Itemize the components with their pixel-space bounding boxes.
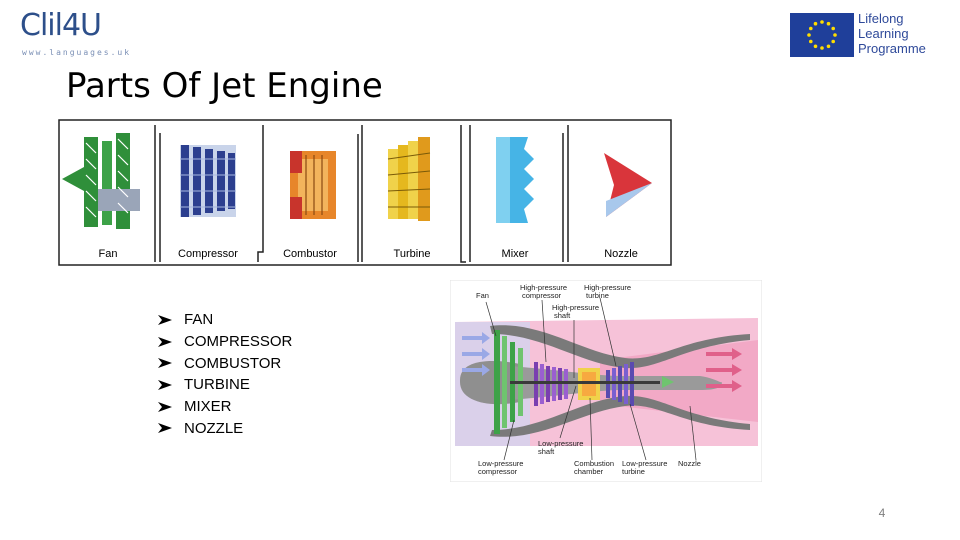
arrow-bullet-icon — [158, 314, 172, 325]
turbine-part-icon — [387, 137, 431, 221]
compressor-part-icon — [180, 145, 236, 217]
programme-line-3: Programme — [858, 41, 926, 56]
strip-label-turbine: Turbine — [394, 248, 431, 260]
components-illustration: Fan Compressor Combustor Turbine Mixer N… — [58, 119, 672, 266]
arrow-bullet-icon — [158, 358, 172, 369]
list-item: COMBUSTOR — [156, 352, 292, 374]
programme-line-1: Lifelong — [858, 11, 904, 26]
label-nozzle: Nozzle — [678, 459, 701, 468]
label-hp-compressor-2: compressor — [522, 291, 562, 300]
label-lp-compressor-2: compressor — [478, 467, 518, 476]
parts-bullet-list: FAN COMPRESSOR COMBUSTOR TURBINE MIXER N… — [156, 309, 292, 439]
label-lp-shaft-1: Low-pressure — [538, 439, 583, 448]
label-lp-compressor-1: Low-pressure — [478, 459, 523, 468]
strip-label-compressor: Compressor — [178, 248, 238, 260]
mixer-part-icon — [496, 137, 534, 223]
list-item: TURBINE — [156, 374, 292, 396]
label-lp-turbine-2: turbine — [622, 467, 645, 476]
slide-title: Parts Of Jet Engine — [66, 66, 383, 106]
list-item-text: COMPRESSOR — [184, 333, 293, 351]
nozzle-part-icon — [604, 153, 652, 217]
strip-label-mixer: Mixer — [502, 248, 529, 260]
label-combustion-1: Combustion — [574, 459, 614, 468]
list-item: NOZZLE — [156, 417, 292, 439]
list-item-text: MIXER — [184, 398, 232, 416]
list-item-text: NOZZLE — [184, 419, 244, 437]
clil4u-logo: Clil4U www.languages.uk — [20, 8, 140, 57]
arrow-bullet-icon — [158, 401, 172, 412]
logo-brand-text: Clil4U — [20, 8, 102, 43]
engine-components-strip: Fan Compressor Combustor Turbine Mixer N… — [58, 119, 672, 266]
jet-engine-diagram: Fan High-pressure compressor High-pressu… — [449, 279, 763, 483]
arrow-bullet-icon — [158, 379, 172, 390]
list-item: COMPRESSOR — [156, 331, 292, 353]
list-item: MIXER — [156, 396, 292, 418]
arrow-bullet-icon — [158, 336, 172, 347]
strip-label-combustor: Combustor — [283, 248, 337, 260]
programme-line-2: Learning — [858, 26, 909, 41]
label-hp-shaft-2: shaft — [554, 311, 571, 320]
label-hp-compressor-1: High-pressure — [520, 283, 567, 292]
programme-name: Lifelong Learning Programme — [858, 11, 926, 56]
label-lp-shaft-2: shaft — [538, 447, 555, 456]
list-item: FAN — [156, 309, 292, 331]
arrow-bullet-icon — [158, 423, 172, 434]
list-item-text: COMBUSTOR — [184, 354, 282, 372]
strip-label-nozzle: Nozzle — [604, 248, 638, 260]
label-hp-shaft-1: High-pressure — [552, 303, 599, 312]
combustor-part-icon — [290, 151, 336, 219]
engine-cross-section: Fan High-pressure compressor High-pressu… — [449, 279, 763, 483]
label-combustion-2: chamber — [574, 467, 604, 476]
label-hp-turbine-2: turbine — [586, 291, 609, 300]
label-fan: Fan — [476, 291, 489, 300]
logo-url-text: www.languages.uk — [22, 48, 132, 57]
page-number: 4 — [878, 506, 886, 520]
lifelong-learning-logo: Lifelong Learning Programme — [790, 11, 950, 57]
label-lp-turbine-1: Low-pressure — [622, 459, 667, 468]
list-item-text: TURBINE — [184, 376, 250, 394]
fan-part-icon — [62, 133, 140, 229]
strip-label-fan: Fan — [99, 248, 118, 260]
label-hp-turbine-1: High-pressure — [584, 283, 631, 292]
list-item-text: FAN — [184, 311, 214, 329]
eu-flag-icon — [790, 13, 854, 57]
